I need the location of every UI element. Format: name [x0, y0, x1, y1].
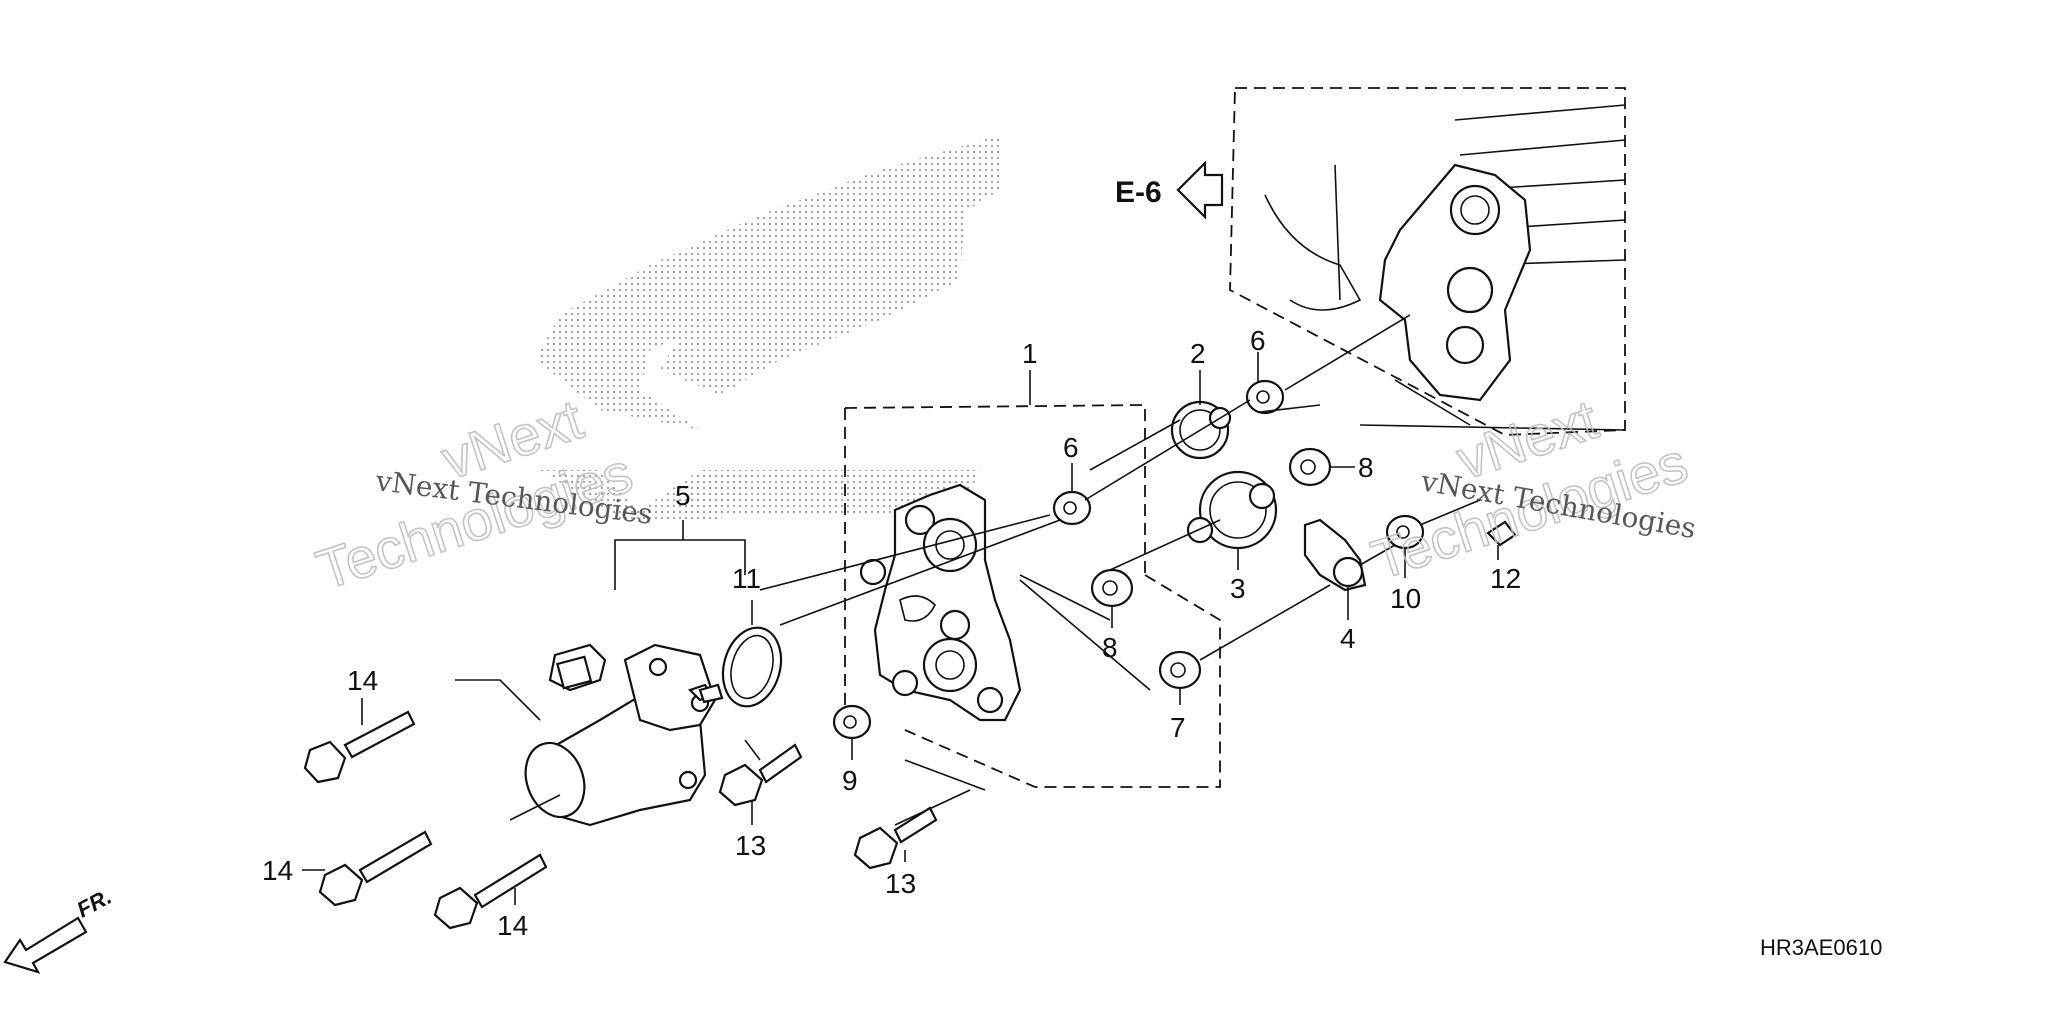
bolt-13-right: [853, 806, 938, 870]
callout-13-left: 13: [735, 830, 766, 861]
callout-9: 9: [842, 765, 858, 796]
callout-2: 2: [1190, 338, 1206, 369]
callout-5: 5: [675, 480, 691, 511]
leader-lines: [302, 352, 1499, 905]
part-6-bearing-lower: [1052, 490, 1092, 526]
honda-wing-logo: [535, 135, 1000, 520]
reference-label: E-6: [1115, 176, 1162, 209]
part-9-washer: [832, 704, 872, 740]
bolt-14-middle: [318, 830, 433, 907]
shift-cover: [859, 483, 1022, 722]
callout-8-lower: 8: [1102, 632, 1118, 663]
callout-14-top: 14: [347, 665, 378, 696]
part-12-pin: [1486, 520, 1517, 547]
callout-10: 10: [1390, 583, 1421, 614]
bolt-13-left: [718, 743, 803, 807]
callout-6-lower: 6: [1063, 432, 1079, 463]
callout-1: 1: [1022, 338, 1038, 369]
assembly-axis-lines: [759, 314, 1481, 661]
part-11-o-ring: [721, 626, 783, 708]
callout-8-upper: 8: [1358, 452, 1374, 483]
part-5-shift-motor: [524, 643, 724, 827]
part-7-bearing: [1158, 650, 1202, 690]
front-direction-arrow: FR.: [3, 884, 116, 974]
diagram-code: HR3AE0610: [1760, 935, 1882, 960]
callout-4: 4: [1340, 623, 1356, 654]
callout-11: 11: [732, 563, 761, 594]
callout-3: 3: [1230, 573, 1246, 604]
part-8-bearing-upper: [1288, 447, 1332, 487]
bolt-14-top: [303, 710, 416, 784]
front-label: FR.: [73, 884, 116, 923]
reference-arrow-e6: E-6: [1115, 160, 1224, 220]
part-6-bearing-upper: [1245, 379, 1285, 415]
callout-14-lower: 14: [497, 910, 528, 941]
part-8-bearing-lower: [1090, 568, 1134, 608]
part-1-bracket: [844, 370, 1221, 788]
callout-13-right: 13: [885, 868, 916, 899]
callout-6-upper: 6: [1250, 325, 1266, 356]
engine-case-inset: [1229, 87, 1626, 436]
callout-14-middle: 14: [262, 855, 293, 886]
bolt-14-lower: [433, 853, 548, 930]
callouts: 1 2 3 4 5 6 6 7 8 8 9 10 11 12 13 13 14 …: [262, 325, 1521, 941]
callout-12: 12: [1490, 563, 1521, 594]
callout-7: 7: [1170, 712, 1186, 743]
part-4-shift-arm: [1303, 518, 1367, 592]
part-3-gear: [1186, 470, 1278, 550]
